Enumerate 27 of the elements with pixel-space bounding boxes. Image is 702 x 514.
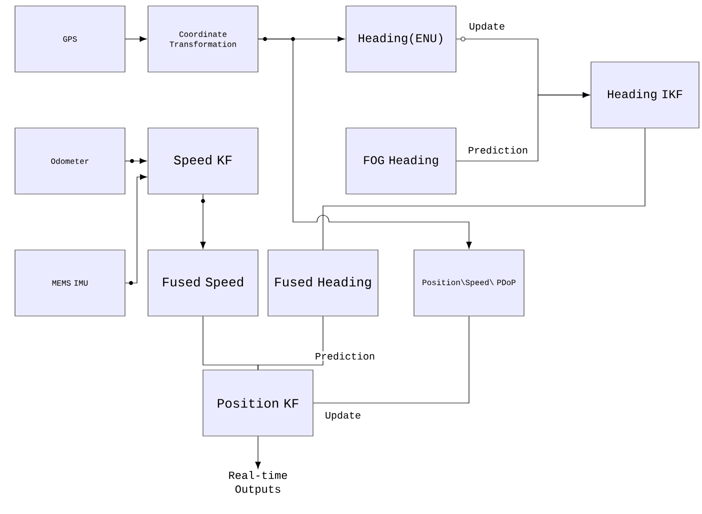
process-box: Speed KF: [148, 128, 258, 194]
edge-label: Prediction: [316, 352, 374, 360]
process-box: Position\Speed\ PDoP: [414, 250, 524, 316]
process-box: Coordinate Transformation: [148, 6, 258, 72]
process-box: Position KF: [202, 370, 314, 436]
edge-label: Prediction: [468, 146, 528, 154]
arrow: [125, 36, 147, 42]
output-text: Real-time Outputs: [229, 470, 287, 495]
arrow: [200, 194, 206, 249]
arrow: [456, 92, 590, 162]
process-box: MEMS IMU: [14, 250, 126, 316]
process-box: GPS: [14, 6, 126, 72]
edge-label: Update: [470, 22, 504, 32]
process-box: Heading IKF: [590, 62, 700, 128]
arrow: [258, 38, 472, 249]
arrow: [125, 174, 148, 284]
connector-line: [322, 128, 646, 250]
process-box: Heading(ENU): [346, 6, 456, 72]
arrow: [125, 158, 147, 164]
process-box: Fused Heading: [268, 250, 378, 316]
arrow: [255, 436, 261, 469]
process-box: FOG Heading: [346, 128, 456, 194]
process-box: Odometer: [14, 128, 126, 194]
edge-label: Update: [326, 411, 360, 421]
process-box: Fused Speed: [148, 250, 258, 316]
connector-line: [313, 316, 470, 404]
connector-line: [258, 316, 324, 370]
